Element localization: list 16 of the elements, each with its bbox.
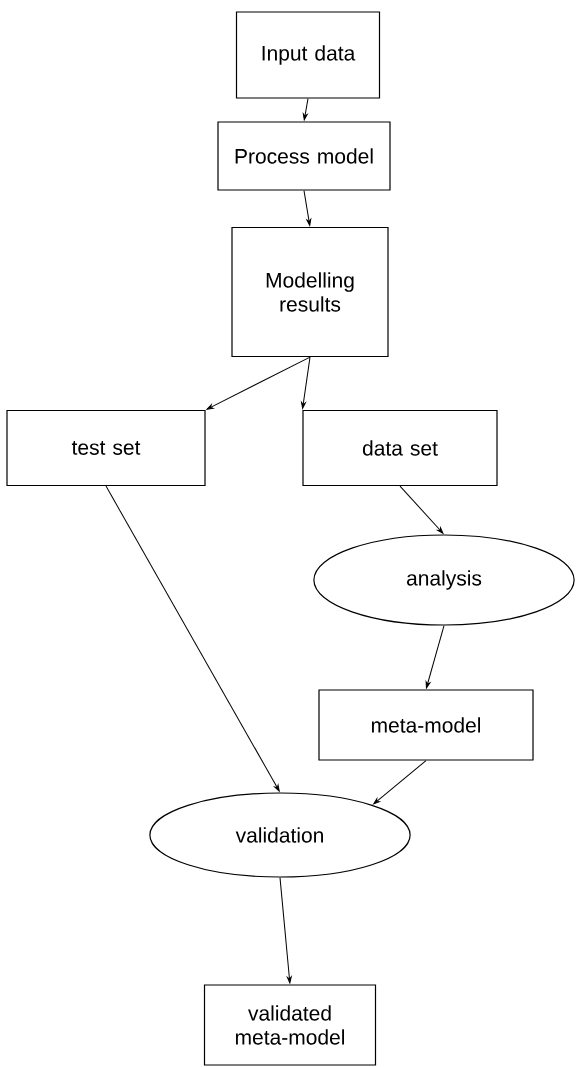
process-box: Modelling results (231, 226, 389, 358)
arrow (303, 190, 312, 226)
process-box: meta-model (318, 689, 534, 761)
arrow (105, 485, 280, 792)
arrow (373, 760, 427, 805)
arrow (302, 98, 309, 121)
arrow (301, 356, 311, 409)
process-box: Input data (235, 11, 381, 99)
arrow (399, 485, 444, 534)
arrow (279, 877, 292, 984)
process-box: validated meta-model (203, 984, 377, 1066)
process-box: test set (6, 409, 206, 487)
arrow (206, 356, 311, 410)
process-box: data set (302, 409, 498, 487)
process-box: Process model (217, 121, 391, 191)
arrow (425, 625, 445, 689)
